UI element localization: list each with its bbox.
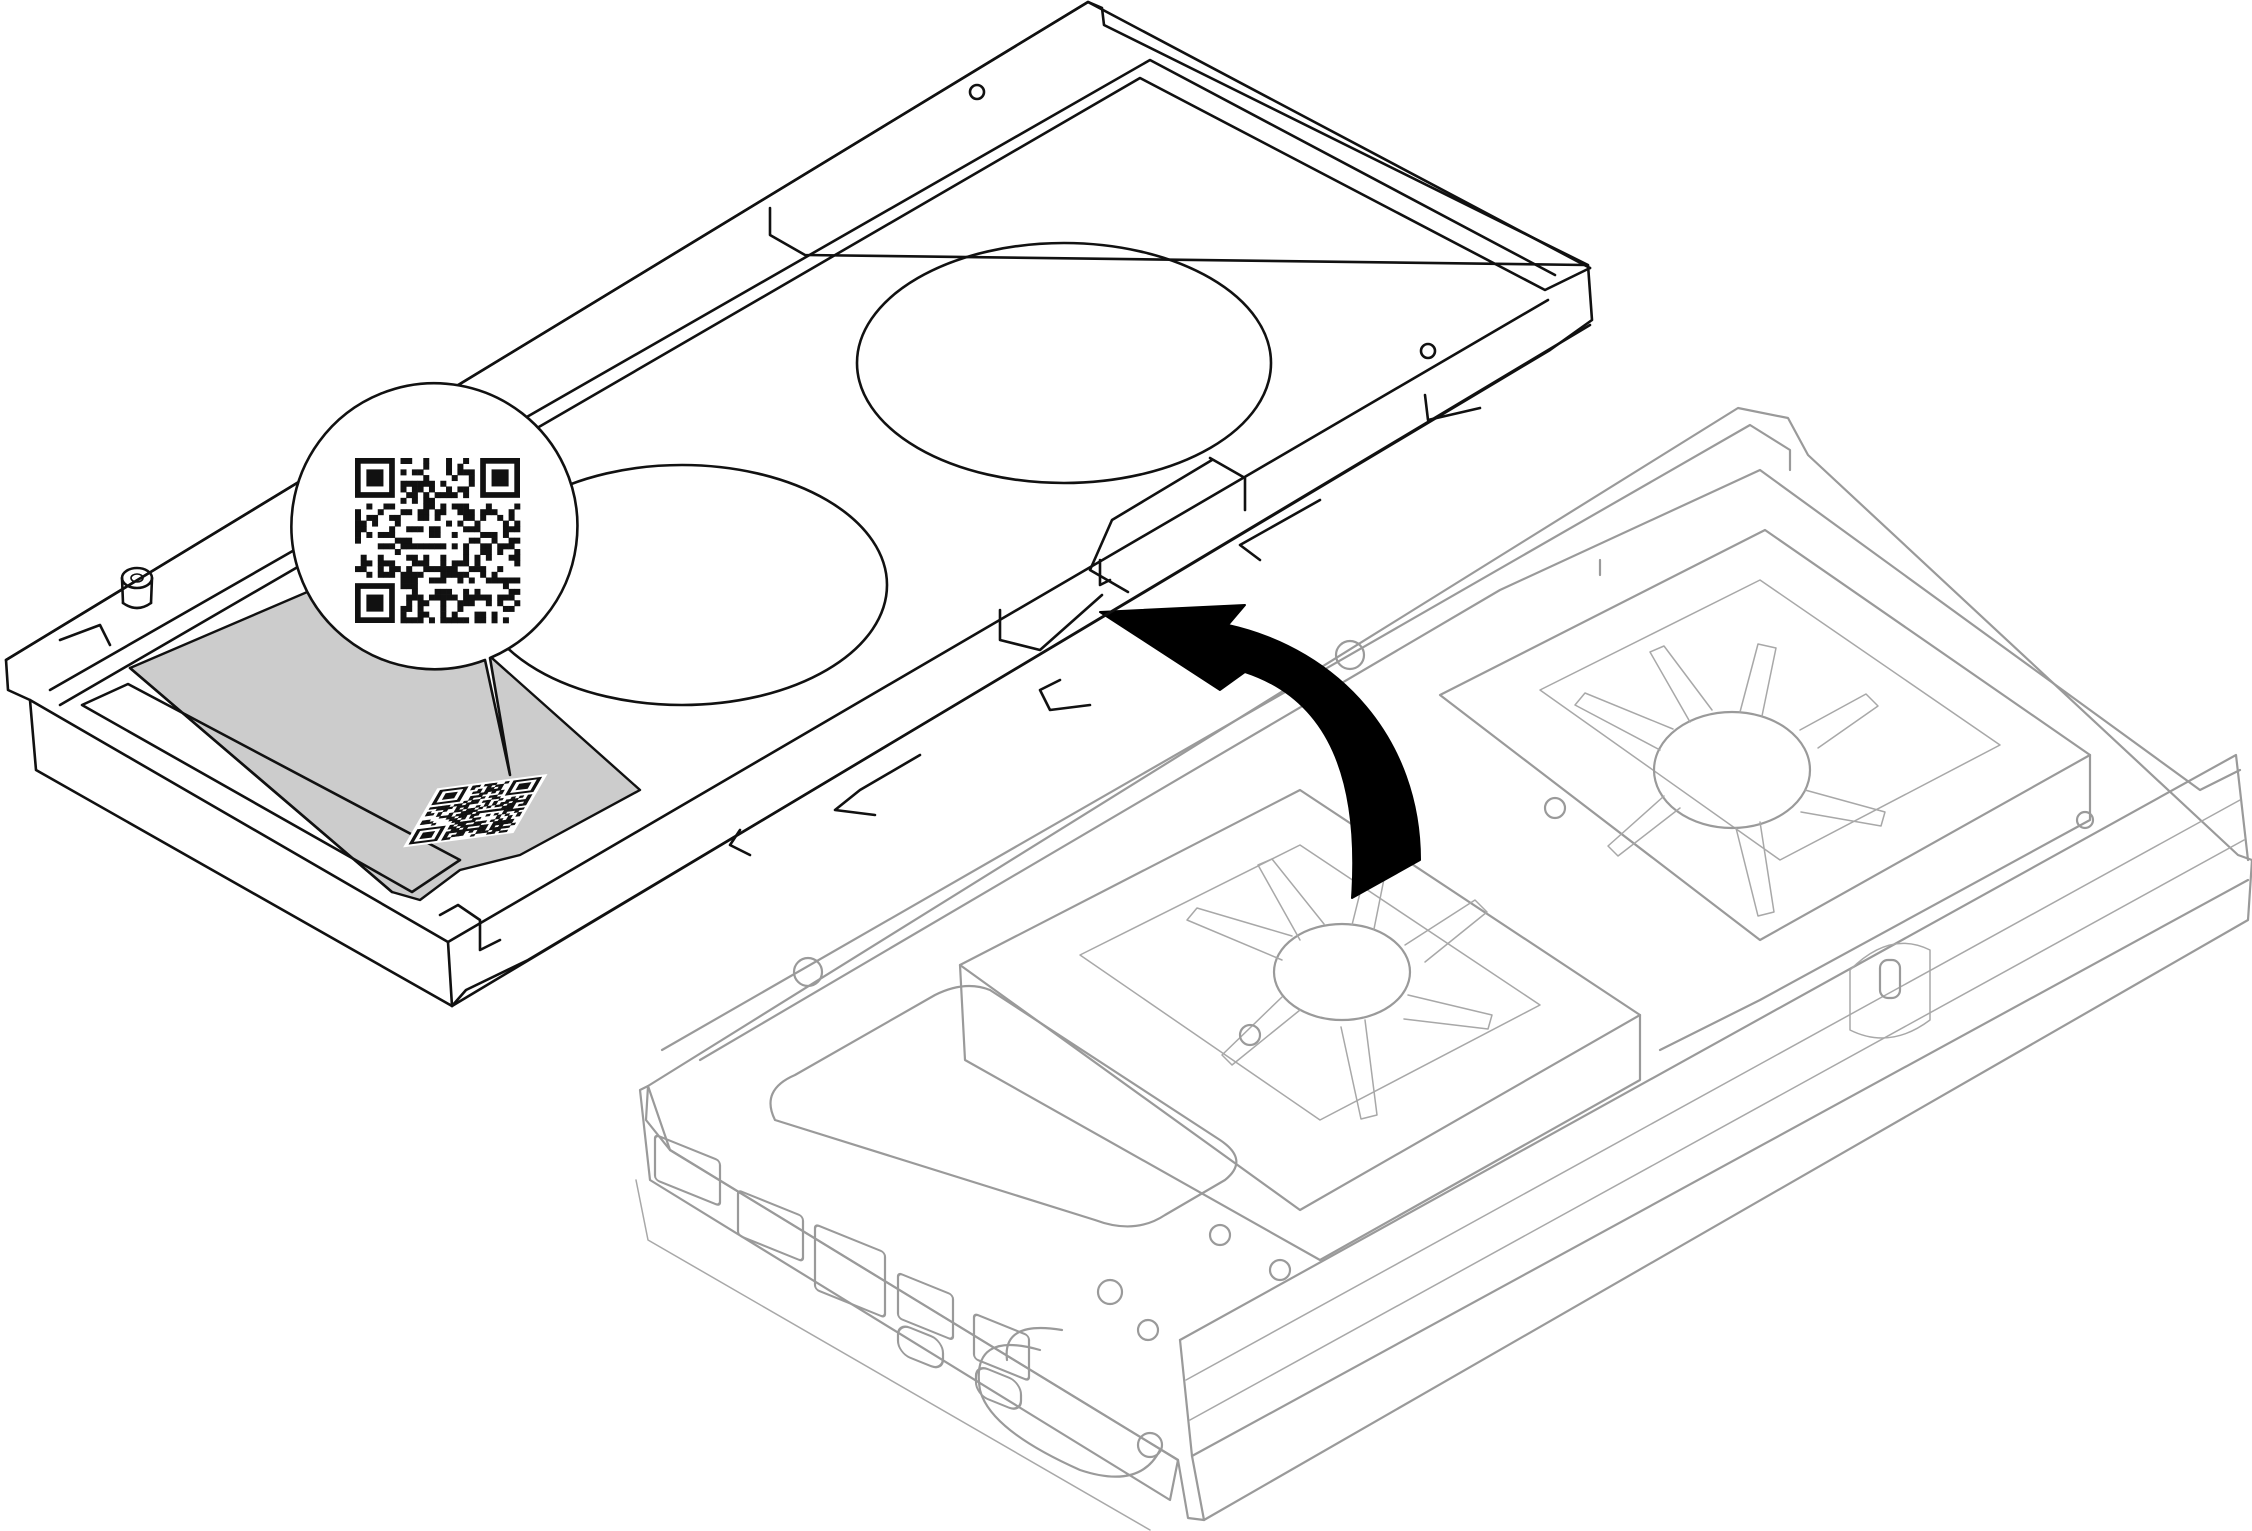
chassis-side-slot xyxy=(1878,958,1902,1000)
video-port-1 xyxy=(653,1134,722,1206)
chassis-side-wall-bottom xyxy=(1190,878,2250,1458)
cover-foot-tab-4 xyxy=(728,828,752,857)
fan-hub-front xyxy=(1272,922,1412,1022)
standoff-top xyxy=(120,566,154,590)
fan-blades-rear xyxy=(1574,643,1886,917)
fan-hub-rear xyxy=(1652,710,1812,830)
chassis-handle-inner xyxy=(1005,1326,1064,1362)
cover-screw xyxy=(1096,1278,1124,1306)
fan-housing-rear-side xyxy=(1658,753,2092,1052)
cover-left-notch xyxy=(58,623,112,647)
cover-foot-tab-1 xyxy=(1088,458,1214,594)
cover-rim-back xyxy=(4,0,1592,662)
cover-right-edge-upper xyxy=(446,298,1550,944)
chassis-side-stripe-1 xyxy=(1185,799,2241,1381)
video-port-2 xyxy=(736,1190,805,1262)
chassis-screw-2 xyxy=(1268,1258,1292,1282)
usb-c-port-2 xyxy=(974,1367,1023,1410)
cover-foot-tab-5 xyxy=(1238,498,1322,562)
fan-housing-rear-opening xyxy=(1539,579,2001,861)
chassis-side-tab xyxy=(1849,942,1931,1039)
fan-housing-rear-top xyxy=(1438,528,2092,942)
label-qr-code xyxy=(403,774,548,848)
usb-c-port-1 xyxy=(896,1325,945,1369)
node-chassis xyxy=(635,406,2252,1531)
chassis-screw-4 xyxy=(2075,810,2095,830)
cover-rim-inner-front xyxy=(58,76,1592,707)
cover-rail-step xyxy=(1098,558,1112,587)
cover-foot-tab-3 xyxy=(833,753,922,817)
fan-screw-front xyxy=(1238,1023,1262,1047)
fan-screw-rear xyxy=(1543,796,1567,820)
chassis-front-face xyxy=(638,1084,1180,1502)
cover-side-notch-2 xyxy=(1208,456,1247,512)
chassis-power-button xyxy=(1136,1431,1164,1459)
cover-foot-tab-2 xyxy=(1038,678,1092,712)
chassis-corner-edge xyxy=(1190,1454,1206,1522)
cover-recess-circle-rear xyxy=(855,241,1273,485)
chassis-screw-1 xyxy=(1208,1223,1232,1247)
cover-side-notch-1 xyxy=(768,206,1587,267)
ethernet-port xyxy=(813,1224,887,1318)
fan-housing-front-opening xyxy=(1079,844,1541,1121)
cover-front-notch xyxy=(438,903,502,952)
cover-hole-1 xyxy=(968,83,986,101)
chassis-side-edge xyxy=(1178,1338,1194,1458)
chassis-handle xyxy=(977,1343,1162,1478)
fan-housing-front-sides xyxy=(958,963,1642,1262)
lift-arrow xyxy=(1099,604,1421,899)
cover-side-notch-3 xyxy=(998,593,1104,652)
chassis-side-wall-top xyxy=(1178,753,2250,1342)
chassis-standoff xyxy=(792,956,824,988)
fan-housing-front-top xyxy=(958,788,1642,1212)
callout-qr-code xyxy=(349,452,526,629)
fan-module-front xyxy=(958,788,1642,1262)
chassis-front-base xyxy=(635,1179,1151,1531)
cover-front-edge xyxy=(28,698,454,1008)
rear-cover-plate xyxy=(769,984,1238,1228)
cover-hole-2 xyxy=(1419,342,1437,360)
cover-standoff-post xyxy=(120,566,154,610)
usb-port-1 xyxy=(896,1272,955,1340)
usb-port-2 xyxy=(972,1313,1031,1381)
chassis-rail-inner xyxy=(698,468,2242,1062)
cover-side-notch-4 xyxy=(1423,393,1482,422)
chassis-side-stripe-2 xyxy=(1189,839,2245,1421)
cover-rim-inner-back xyxy=(48,58,1557,692)
fan-module-rear xyxy=(1438,528,2092,1052)
chassis-rail-back xyxy=(660,423,1792,1052)
bottom-cover xyxy=(4,0,1594,1008)
chassis-screw-3 xyxy=(1136,1318,1160,1342)
label-strip xyxy=(80,682,462,894)
cover-right-edge-lower xyxy=(450,323,1592,1008)
front-ports xyxy=(653,1134,1031,1410)
chassis-standoff-2 xyxy=(1334,639,1366,671)
